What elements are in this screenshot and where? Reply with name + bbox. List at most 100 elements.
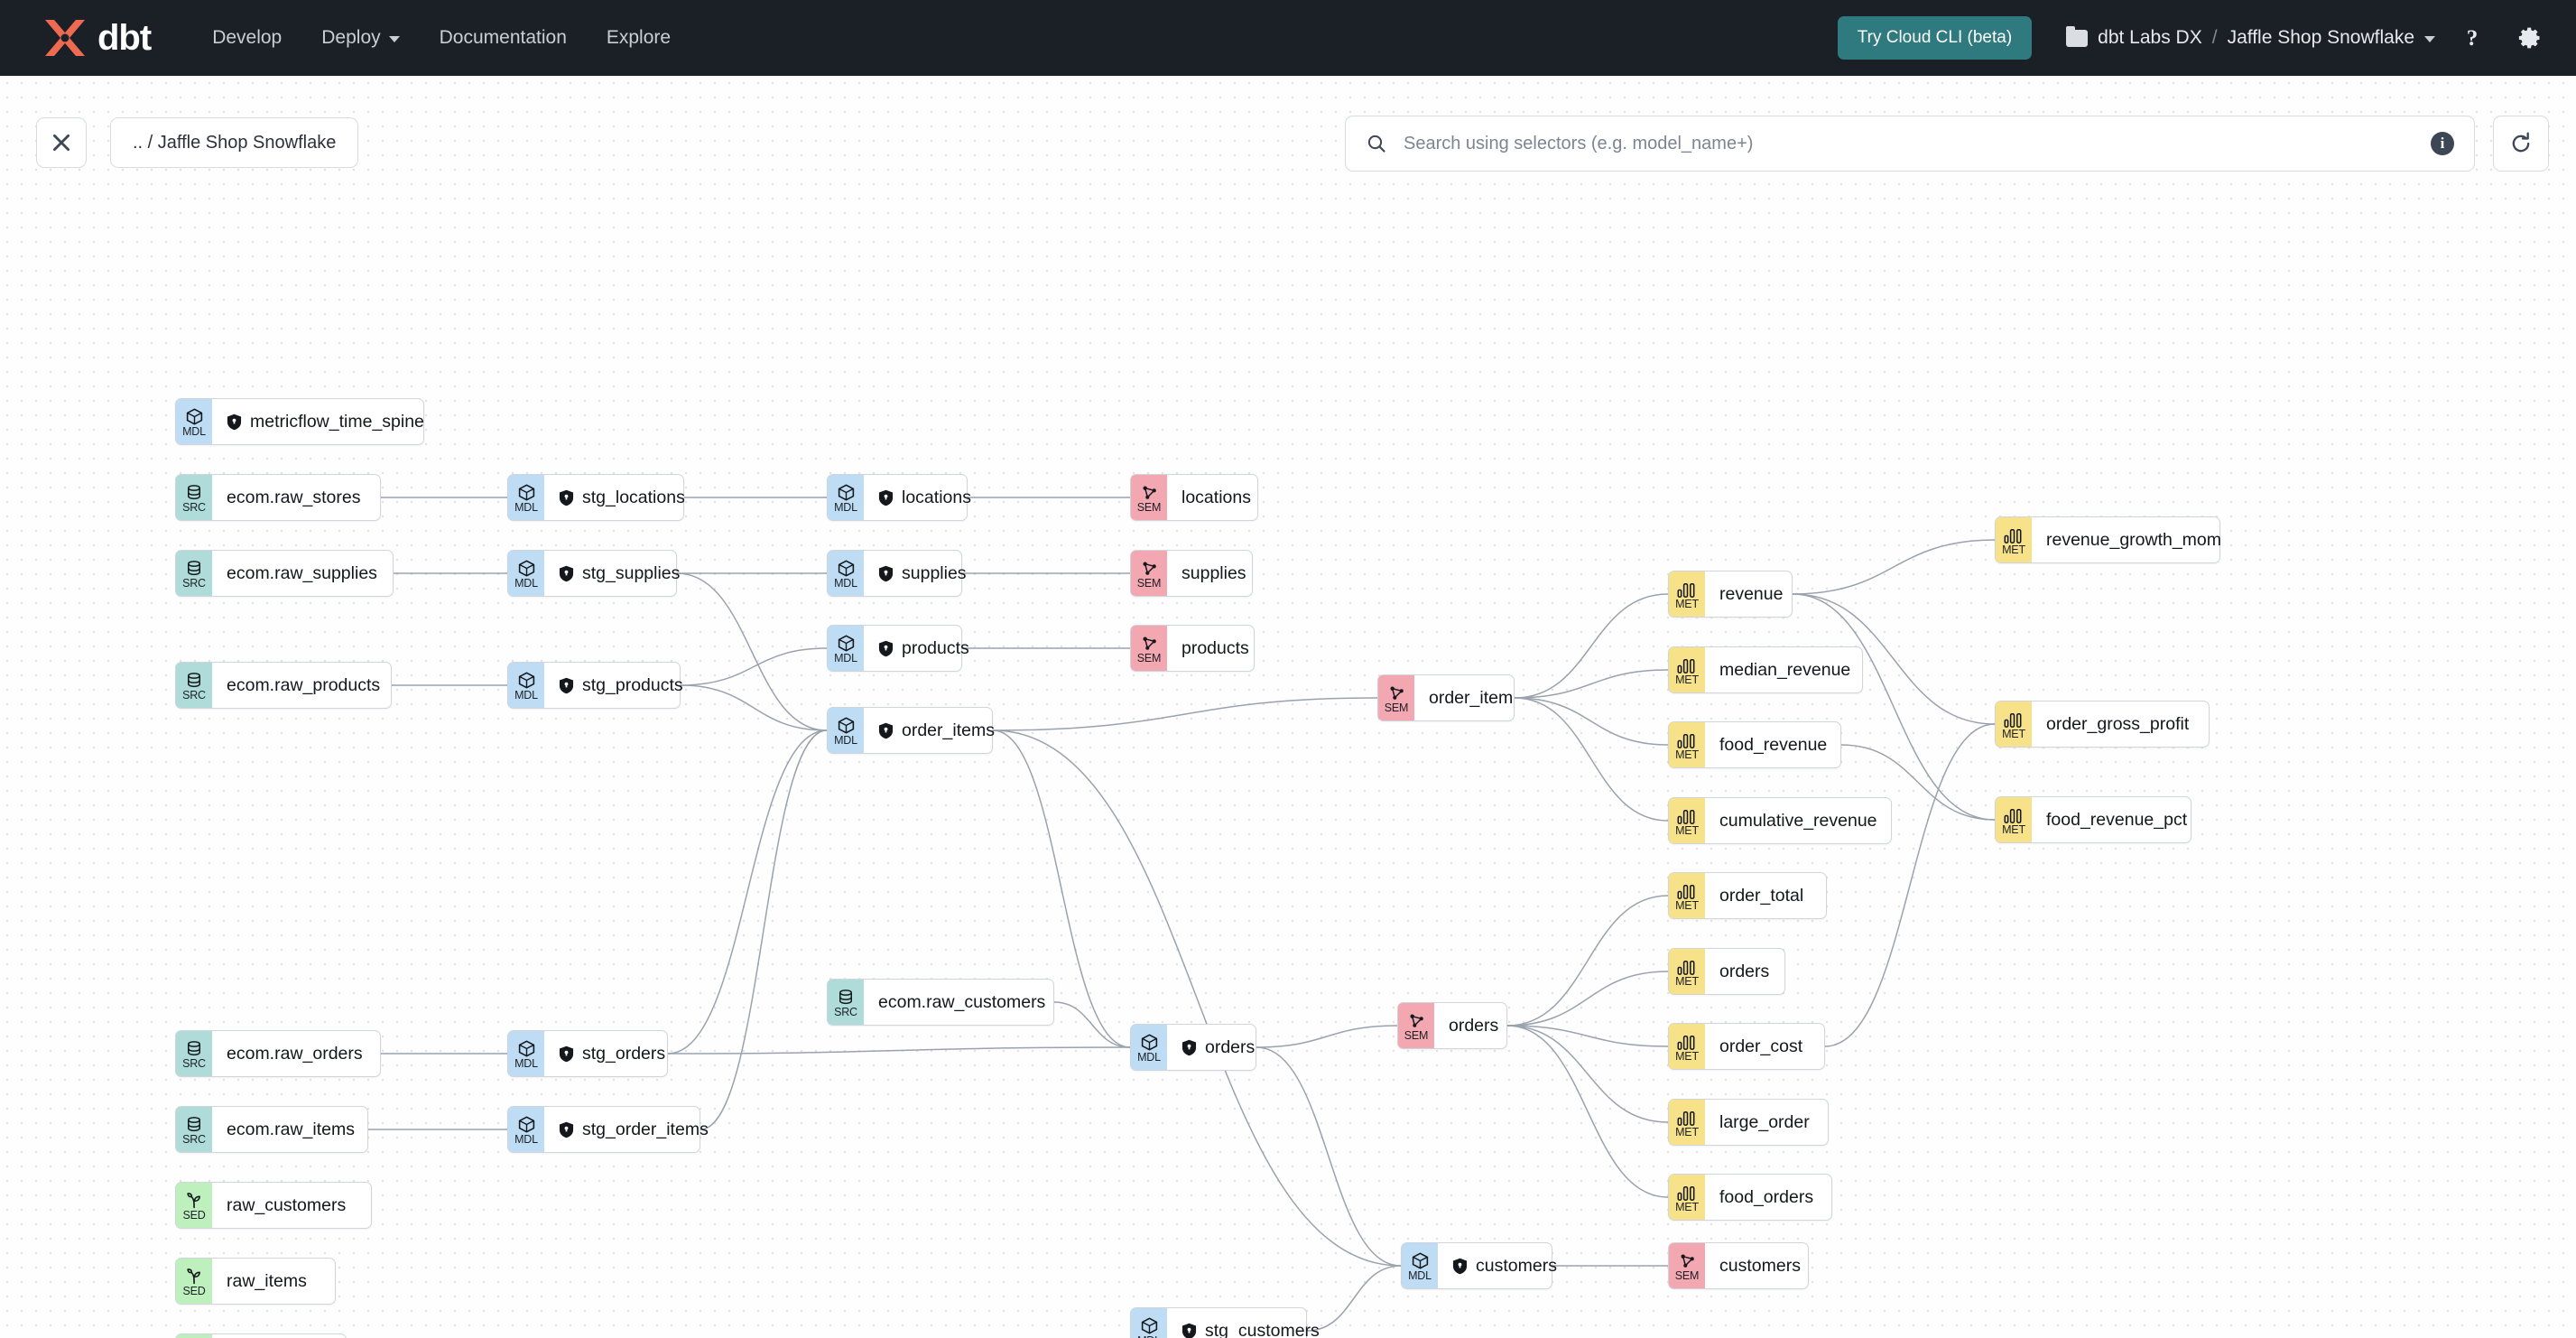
node-type-badge-mdl: MDL bbox=[508, 1031, 544, 1076]
node-type-code: SED bbox=[182, 1208, 206, 1222]
node-label: stg_locations bbox=[582, 487, 685, 507]
close-button[interactable] bbox=[36, 117, 87, 168]
nav-link-deploy-label: Deploy bbox=[321, 27, 381, 48]
node-label: food_revenue bbox=[1719, 734, 1828, 755]
node-type-badge-met: MET bbox=[1996, 517, 2032, 562]
nav-link-develop[interactable]: Develop bbox=[192, 18, 301, 58]
graph-node-met_order_total[interactable]: MET order_total bbox=[1668, 872, 1827, 919]
top-navigation-bar: dbt Develop Deploy Documentation Explore… bbox=[0, 0, 2576, 76]
node-body: cumulative_revenue bbox=[1705, 798, 1894, 843]
nav-link-deploy[interactable]: Deploy bbox=[301, 18, 419, 58]
node-body: ecom.raw_orders bbox=[212, 1031, 379, 1076]
network-icon bbox=[1143, 486, 1156, 499]
shield-icon bbox=[878, 565, 894, 581]
node-type-badge-mdl: MDL bbox=[828, 475, 864, 520]
mdl-type-icon bbox=[517, 671, 536, 690]
node-body: order_total bbox=[1705, 873, 1820, 918]
node-body: locations bbox=[1167, 475, 1267, 520]
help-button[interactable]: ? bbox=[2451, 17, 2493, 59]
node-type-badge-src: SRC bbox=[176, 551, 212, 596]
src-type-icon bbox=[185, 484, 203, 502]
bar-chart-icon bbox=[1677, 582, 1695, 598]
node-body: food_revenue_pct bbox=[2032, 797, 2203, 842]
node-type-code: MET bbox=[2002, 822, 2025, 836]
nav-link-documentation[interactable]: Documentation bbox=[420, 18, 587, 58]
settings-button[interactable] bbox=[2509, 17, 2551, 59]
search-bar[interactable]: i bbox=[1345, 116, 2475, 172]
account-project-breadcrumb: dbt Labs DX / Jaffle Shop Snowflake bbox=[2066, 25, 2435, 49]
refresh-button[interactable] bbox=[2493, 116, 2549, 172]
nav-link-explore[interactable]: Explore bbox=[587, 18, 690, 58]
cube-icon bbox=[518, 483, 534, 501]
cube-icon bbox=[518, 1039, 534, 1057]
node-label: ecom.raw_supplies bbox=[227, 562, 377, 583]
account-name[interactable]: dbt Labs DX bbox=[2098, 27, 2202, 48]
node-type-code: MET bbox=[1675, 898, 1699, 912]
search-input[interactable] bbox=[1402, 132, 2416, 155]
node-body: orders bbox=[1705, 949, 1785, 994]
graph-node-ecom_raw_supplies[interactable]: SRC ecom.raw_supplies bbox=[175, 550, 394, 597]
node-type-code: SRC bbox=[182, 1132, 206, 1146]
node-type-badge-met: MET bbox=[1669, 798, 1705, 843]
node-label: median_revenue bbox=[1719, 659, 1851, 680]
node-type-code: MDL bbox=[834, 576, 857, 590]
dbt-logo[interactable]: dbt bbox=[42, 17, 152, 59]
project-selector[interactable]: Jaffle Shop Snowflake bbox=[2228, 27, 2435, 49]
cube-icon bbox=[838, 483, 854, 501]
met-type-icon bbox=[1677, 731, 1697, 749]
search-icon bbox=[1367, 135, 1385, 153]
info-icon[interactable]: i bbox=[2431, 132, 2454, 155]
met-type-icon bbox=[1677, 581, 1697, 599]
try-cloud-cli-button[interactable]: Try Cloud CLI (beta) bbox=[1837, 16, 2033, 60]
node-body: metricflow_time_spine bbox=[212, 399, 440, 444]
node-type-code: SRC bbox=[834, 1005, 857, 1018]
breadcrumb-button[interactable]: .. / Jaffle Shop Snowflake bbox=[110, 117, 359, 168]
lineage-graph-canvas[interactable]: .. / Jaffle Shop Snowflake i MDLmetricfl… bbox=[0, 76, 2576, 1338]
node-label: order_cost bbox=[1719, 1036, 1803, 1056]
breadcrumb-label: .. / Jaffle Shop Snowflake bbox=[133, 132, 337, 153]
network-icon bbox=[1410, 1014, 1423, 1027]
src-type-icon bbox=[185, 672, 203, 690]
bar-chart-icon bbox=[1677, 1110, 1695, 1126]
node-body: ecom.raw_customers bbox=[864, 980, 1061, 1025]
mdl-type-icon bbox=[1140, 1033, 1159, 1052]
